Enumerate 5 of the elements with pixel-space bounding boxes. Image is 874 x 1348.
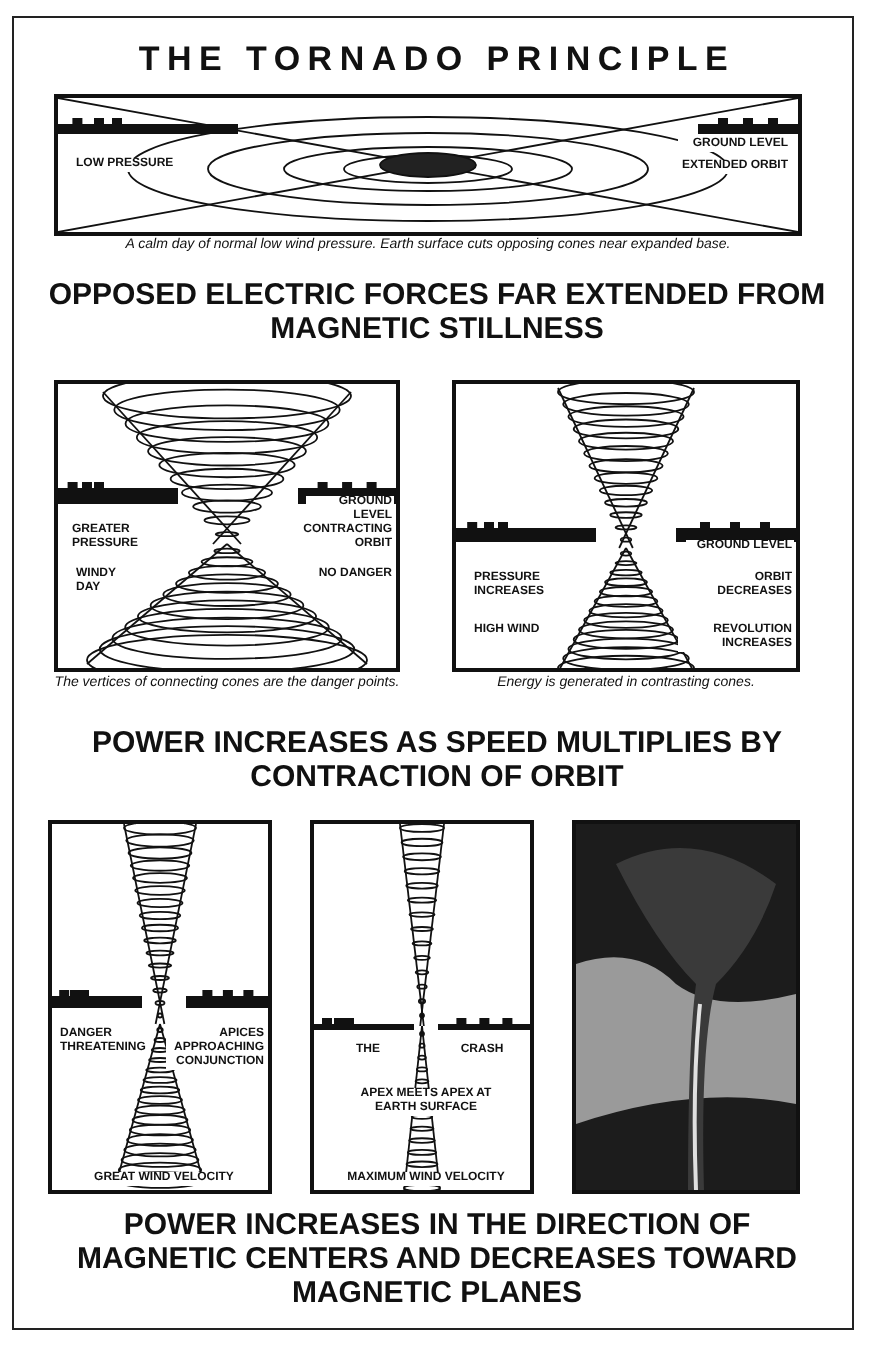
- photo-placeholder: [572, 820, 800, 1194]
- heading: OPPOSED ELECTRIC FORCES FAR EXTENDED FROM MAGNETIC STILLNESS: [46, 278, 828, 346]
- heading: POWER INCREASES IN THE DIRECTION OF MAGNETIC CENTERS AND DECREASES TOWARD MAGNETIC PLANES: [74, 1208, 800, 1310]
- heading: POWER INCREASES AS SPEED MULTIPLIES BY CONTRACTION OF ORBIT: [89, 726, 785, 794]
- title: THE TORNADO PRINCIPLE: [136, 40, 738, 80]
